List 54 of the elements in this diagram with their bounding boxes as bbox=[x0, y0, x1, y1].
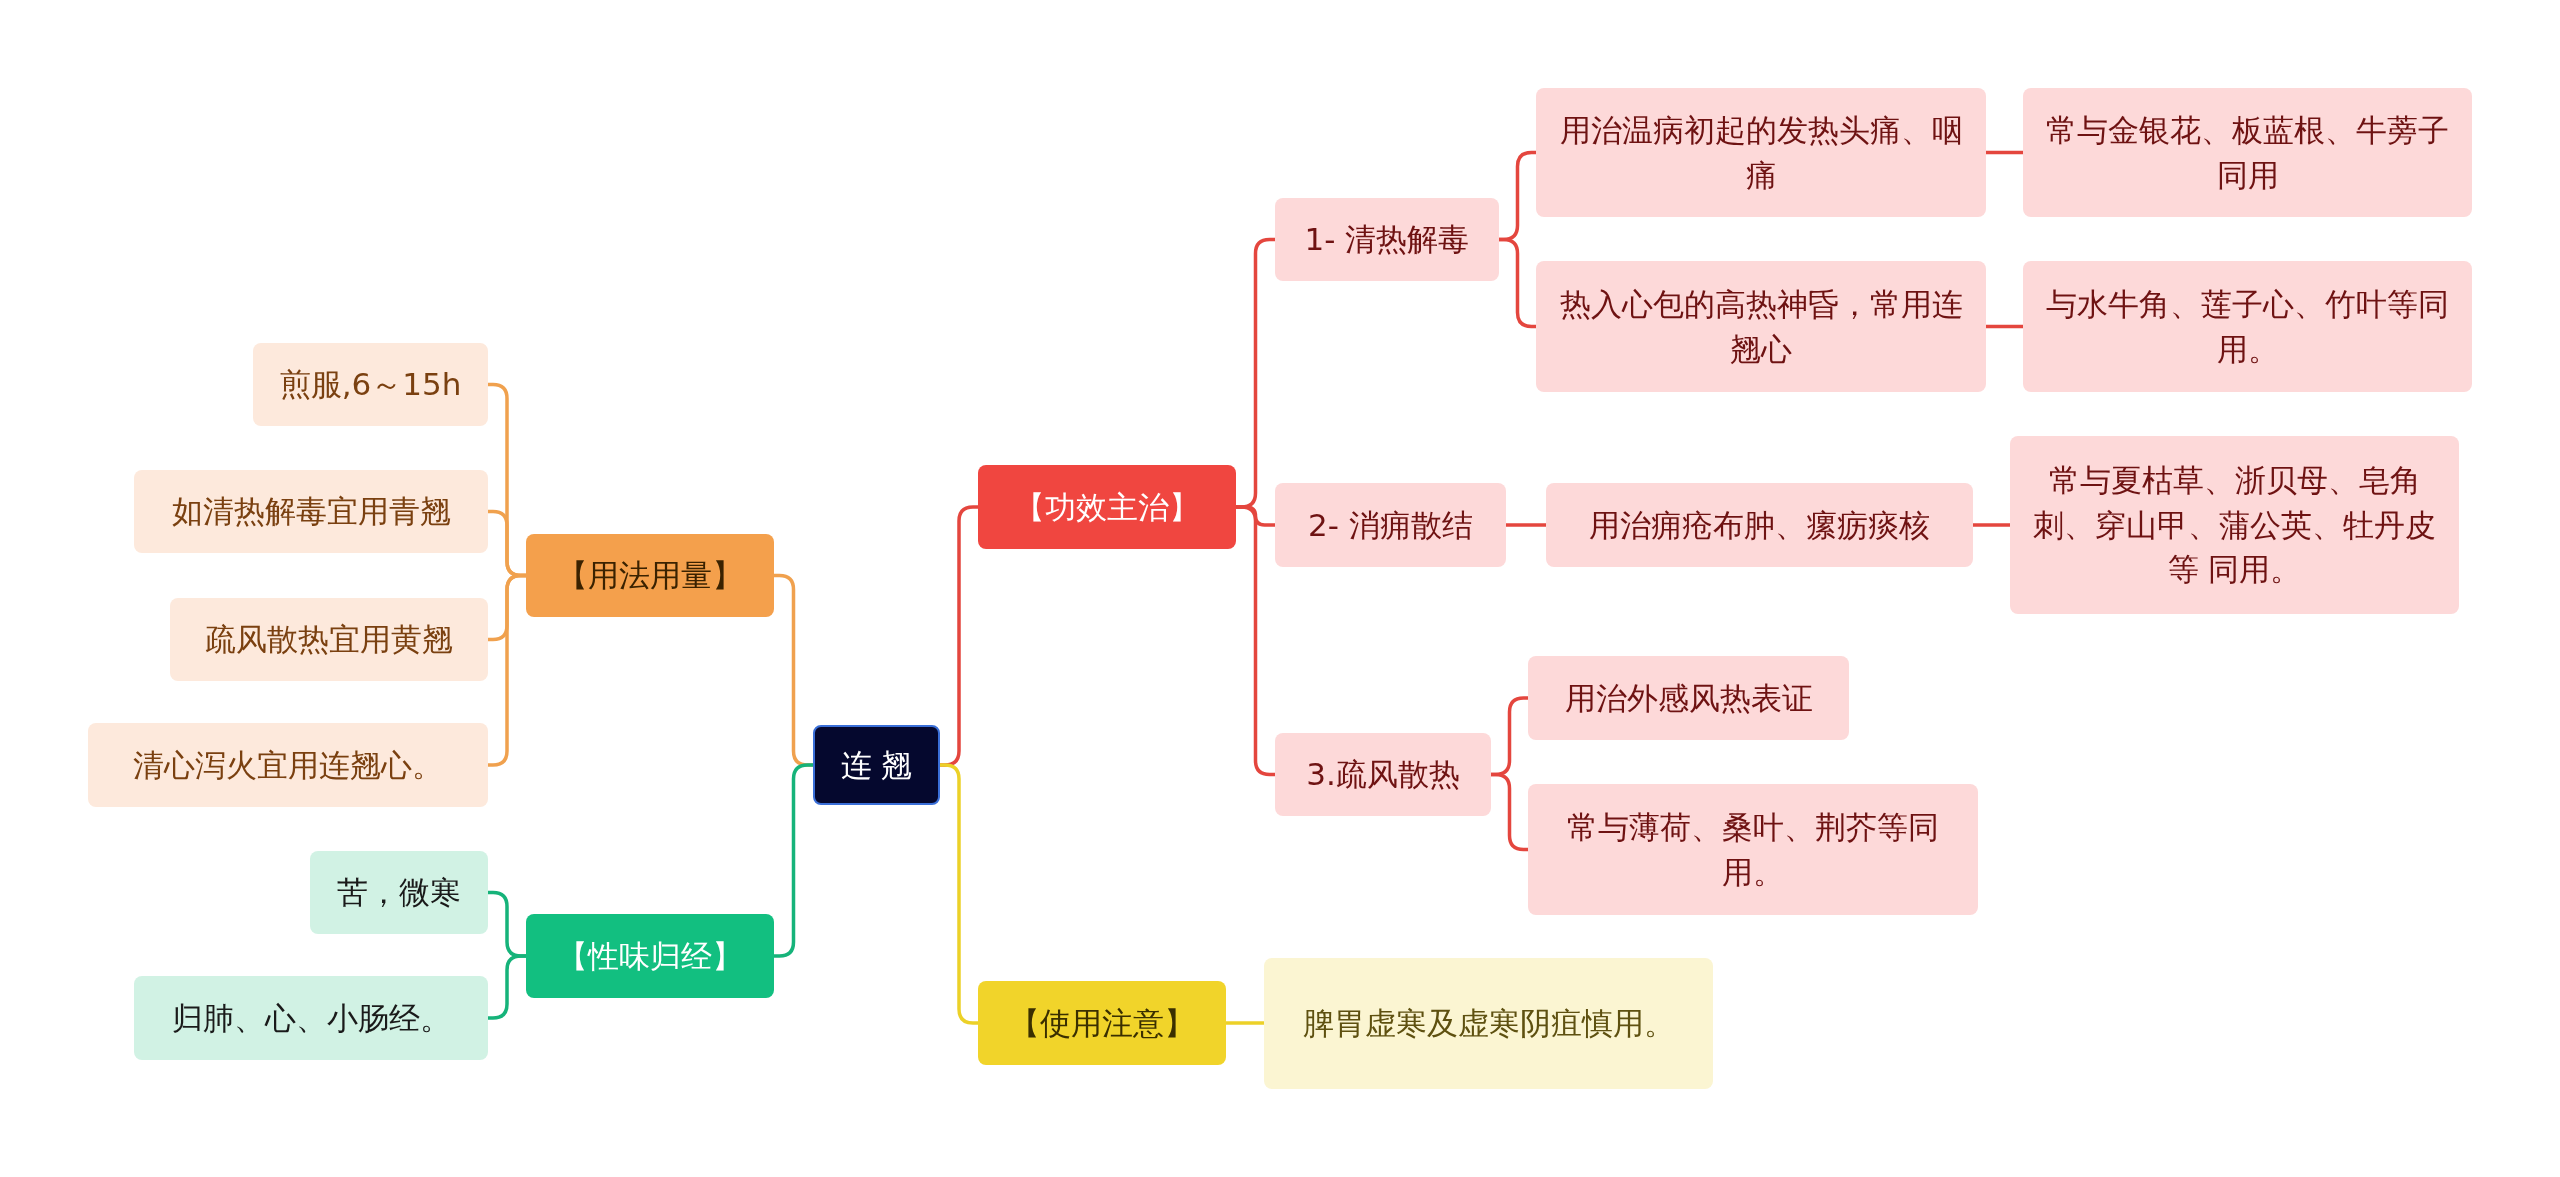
connector-line bbox=[1226, 1021, 1264, 1025]
connector-line bbox=[1506, 523, 1546, 527]
topic-text: 【用法用量】 bbox=[557, 556, 743, 596]
branch-topic-box bbox=[526, 534, 774, 617]
subtopic-box bbox=[1546, 483, 1973, 567]
connector-line bbox=[1499, 237, 1536, 329]
connector-line bbox=[940, 763, 978, 1025]
subtopic-box bbox=[1528, 656, 1849, 740]
topic-text: 【性味归经】 bbox=[557, 936, 743, 976]
root-topic-box bbox=[813, 725, 940, 805]
topic-text: 疏风散热宜用黄翘 bbox=[205, 620, 453, 660]
topic-text: 3.疏风散热 bbox=[1306, 755, 1460, 795]
topic-text: 热入心包的高热神昏，常用连翘心 bbox=[1558, 284, 1964, 369]
branch-topic-box bbox=[978, 465, 1236, 549]
subtopic-box bbox=[88, 723, 488, 807]
topic-text: 煎服,6～15h bbox=[279, 365, 462, 405]
subtopic-box bbox=[134, 470, 488, 553]
connector-line bbox=[488, 573, 526, 767]
subtopic-box bbox=[1264, 958, 1713, 1089]
subtopic-box bbox=[1528, 784, 1978, 915]
connector-line bbox=[1986, 150, 2023, 155]
subtopic-box bbox=[134, 976, 488, 1060]
topic-text: 常与薄荷、桑叶、荆芥等同用。 bbox=[1566, 807, 1940, 892]
topic-text: 连 翘 bbox=[840, 745, 913, 785]
topic-text: 用治外感风热表证 bbox=[1564, 678, 1813, 718]
topic-text: 1- 清热解毒 bbox=[1304, 220, 1470, 260]
topic-text: 用治温病初起的发热头痛、咽痛 bbox=[1558, 110, 1964, 195]
subtopic-box bbox=[1536, 88, 1986, 217]
topic-text: 用治痈疮布肿、瘰疬痰核 bbox=[1589, 505, 1930, 545]
subtopic-box bbox=[1275, 733, 1491, 816]
subtopic-box bbox=[2010, 436, 2459, 614]
topic-text: 2- 消痈散结 bbox=[1308, 505, 1473, 545]
topic-text: 【功效主治】 bbox=[1014, 487, 1200, 527]
branch-topic-box bbox=[978, 981, 1226, 1065]
subtopic-box bbox=[2023, 261, 2472, 392]
subtopic-box bbox=[1536, 261, 1986, 392]
topic-text: 清心泻火宜用连翘心。 bbox=[133, 745, 443, 785]
branch-topic-box bbox=[526, 914, 774, 998]
subtopic-box bbox=[310, 851, 488, 934]
topic-text: 脾胃虚寒及虚寒阴疽慎用。 bbox=[1302, 1004, 1675, 1044]
subtopic-box bbox=[2023, 88, 2472, 217]
subtopic-box bbox=[253, 343, 488, 426]
topic-text: 【使用注意】 bbox=[1009, 1003, 1195, 1043]
connector-line bbox=[1986, 324, 2023, 329]
topic-text: 如清热解毒宜用青翘 bbox=[171, 492, 451, 532]
subtopic-box bbox=[170, 598, 488, 681]
topic-text: 苦，微寒 bbox=[337, 873, 461, 913]
topic-text: 与水牛角、莲子心、竹叶等同用。 bbox=[2045, 284, 2450, 369]
topic-text: 常与金银花、板蓝根、牛蒡子同用 bbox=[2045, 110, 2450, 195]
connector-line bbox=[1973, 523, 2010, 527]
topic-text: 常与夏枯草、浙贝母、皂角刺、穿山甲、蒲公英、牡丹皮等 同用。 bbox=[2032, 460, 2437, 590]
subtopic-box bbox=[1275, 483, 1506, 567]
subtopic-box bbox=[1275, 198, 1499, 281]
topic-text: 归肺、心、小肠经。 bbox=[171, 998, 451, 1038]
